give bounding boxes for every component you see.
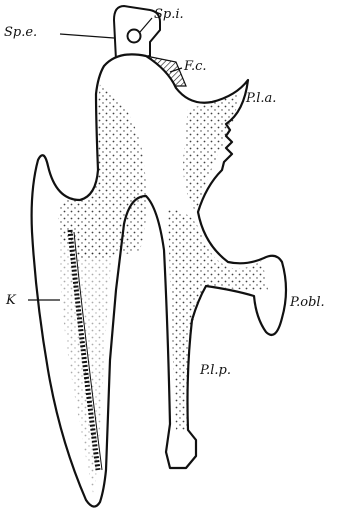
leader-spe: [60, 34, 114, 38]
label-p-obl: P.obl.: [290, 296, 325, 309]
label-f-c: F.c.: [184, 60, 207, 73]
label-k: K: [6, 294, 16, 307]
label-p-l-a: P.l.a.: [246, 92, 276, 105]
label-sp-e: Sp.e.: [4, 26, 37, 39]
label-sp-i: Sp.i.: [154, 8, 184, 21]
spine-foramen: [128, 30, 141, 43]
label-p-l-p: P.l.p.: [200, 364, 231, 377]
stipple-center: [168, 210, 268, 430]
